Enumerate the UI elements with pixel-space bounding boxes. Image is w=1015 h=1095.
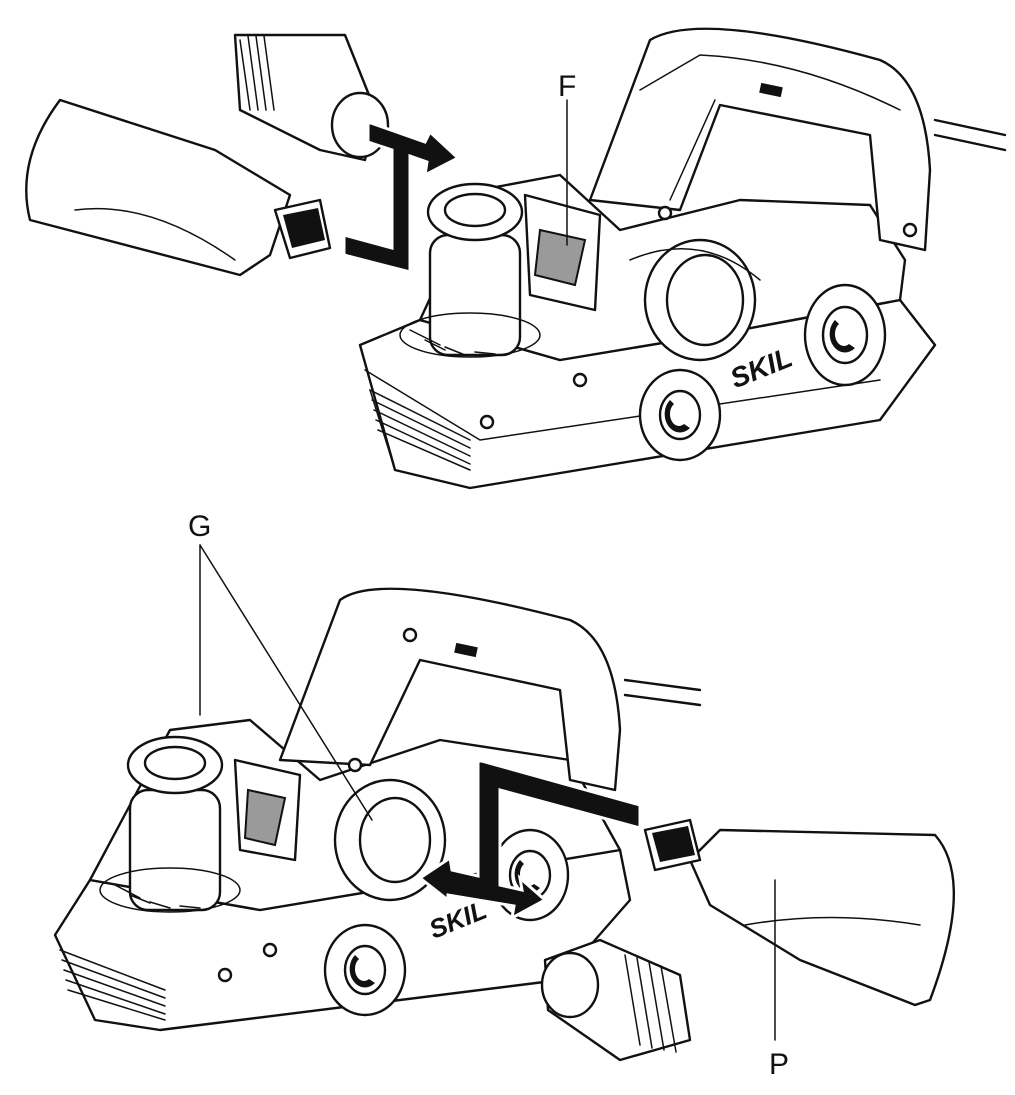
planer-handle-top xyxy=(588,27,932,252)
rollers-top xyxy=(638,283,887,462)
dust-bag-p xyxy=(643,818,955,1007)
planer-handle-bottom xyxy=(278,587,622,792)
direction-arrow-bottom xyxy=(417,758,642,921)
dust-bag-top xyxy=(25,98,332,277)
bottom-view-planer: SKIL xyxy=(53,544,955,1062)
front-vents-bottom xyxy=(59,949,166,1021)
top-view-planer: SKIL xyxy=(25,27,1007,490)
leader-line-g-2 xyxy=(199,544,373,821)
callout-f: F xyxy=(558,70,577,103)
direction-arrow-top xyxy=(342,119,461,274)
callout-p: P xyxy=(769,1048,790,1081)
chip-outlet-g xyxy=(333,778,447,902)
vacuum-hose-bottom xyxy=(540,938,692,1062)
callout-g: G xyxy=(188,510,212,543)
selector-window-bottom xyxy=(233,758,302,862)
chip-outlet-right-top xyxy=(629,238,761,362)
vacuum-hose-top xyxy=(233,33,390,162)
selector-window-f xyxy=(523,193,602,312)
chip-outlet-left-bottom xyxy=(99,735,241,913)
front-vents-top xyxy=(369,389,471,471)
chip-outlet-left-top xyxy=(399,182,541,358)
